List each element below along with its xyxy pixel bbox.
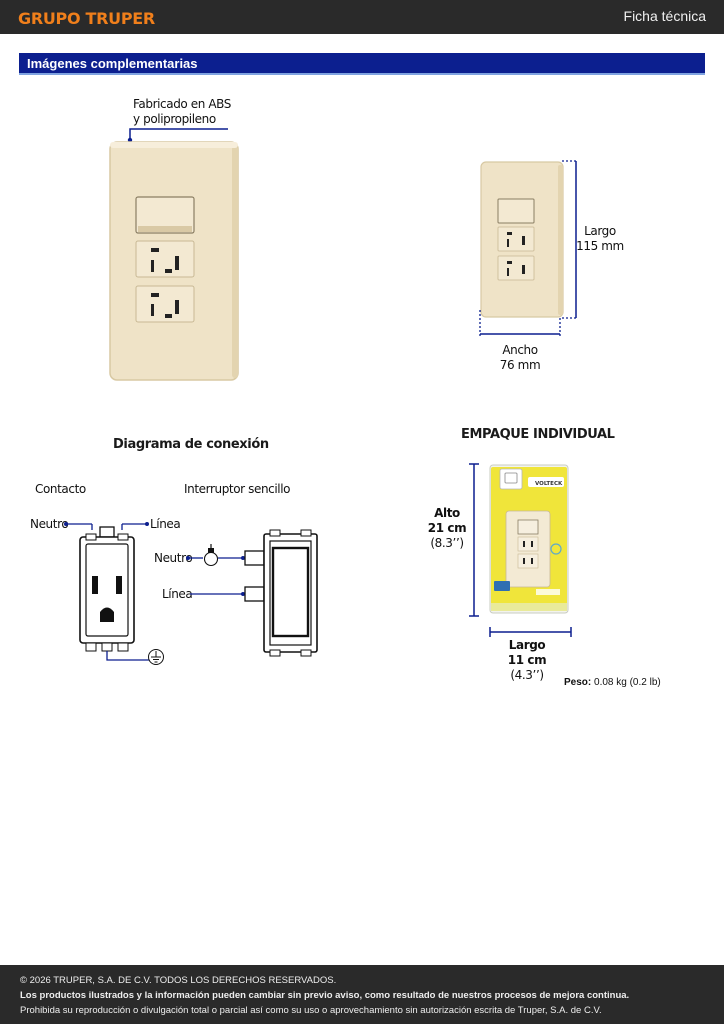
package-image: VOLTECK — [489, 464, 569, 614]
package-largo-cm: 11 cm — [507, 653, 547, 667]
alto-in: (8.3’’) — [430, 536, 464, 550]
footer-copyright: © 2026 TRUPER, S.A. DE C.V. TODOS LOS DE… — [20, 975, 337, 986]
material-label-line2: y polipropileno — [133, 112, 216, 126]
footer-notice: Los productos ilustrados y la informació… — [20, 990, 630, 1001]
outlet-neutro-label: Neutro — [30, 517, 69, 531]
diagram-title: Diagrama de conexión — [113, 437, 269, 452]
outlet-linea-label: Línea — [150, 517, 181, 531]
footer: © 2026 TRUPER, S.A. DE C.V. TODOS LOS DE… — [0, 965, 724, 1024]
doc-type-label: Ficha técnica — [623, 8, 706, 24]
interruptor-label: Interruptor sencillo — [184, 482, 291, 496]
ground-icon — [148, 649, 164, 665]
contacto-label: Contacto — [35, 482, 86, 496]
product-plate-small-image — [480, 161, 564, 318]
package-largo-label: Largo — [508, 638, 546, 652]
alto-cm: 21 cm — [427, 521, 467, 535]
largo-label: Largo — [584, 224, 616, 238]
ancho-label: Ancho — [502, 343, 538, 357]
light-bulb-icon — [203, 544, 219, 567]
package-brand-text: VOLTECK — [535, 481, 563, 487]
package-title: EMPAQUE INDIVIDUAL — [461, 427, 615, 442]
largo-value: 115 mm — [576, 239, 624, 253]
alto-label: Alto — [434, 506, 460, 520]
product-plate-image — [109, 141, 239, 381]
weight-value: 0.08 kg (0.2 lb) — [594, 677, 661, 688]
section-header: Imágenes complementarias — [19, 53, 705, 75]
footer-prohibition: Prohibida su reproducción o divulgación … — [20, 1005, 602, 1016]
weight-label: Peso: — [564, 677, 592, 688]
ancho-value: 76 mm — [499, 358, 541, 372]
weight-info: Peso: 0.08 kg (0.2 lb) — [564, 677, 661, 688]
brand-logo: GRUPO TRUPER — [18, 9, 155, 28]
package-largo-in: (4.3’’) — [510, 668, 544, 682]
switch-neutro-label: Neutro — [154, 551, 193, 565]
top-bar: GRUPO TRUPER Ficha técnica — [0, 0, 724, 34]
switch-linea-label: Línea — [162, 587, 193, 601]
section-title: Imágenes complementarias — [27, 56, 198, 71]
material-label-line1: Fabricado en ABS — [133, 97, 232, 111]
